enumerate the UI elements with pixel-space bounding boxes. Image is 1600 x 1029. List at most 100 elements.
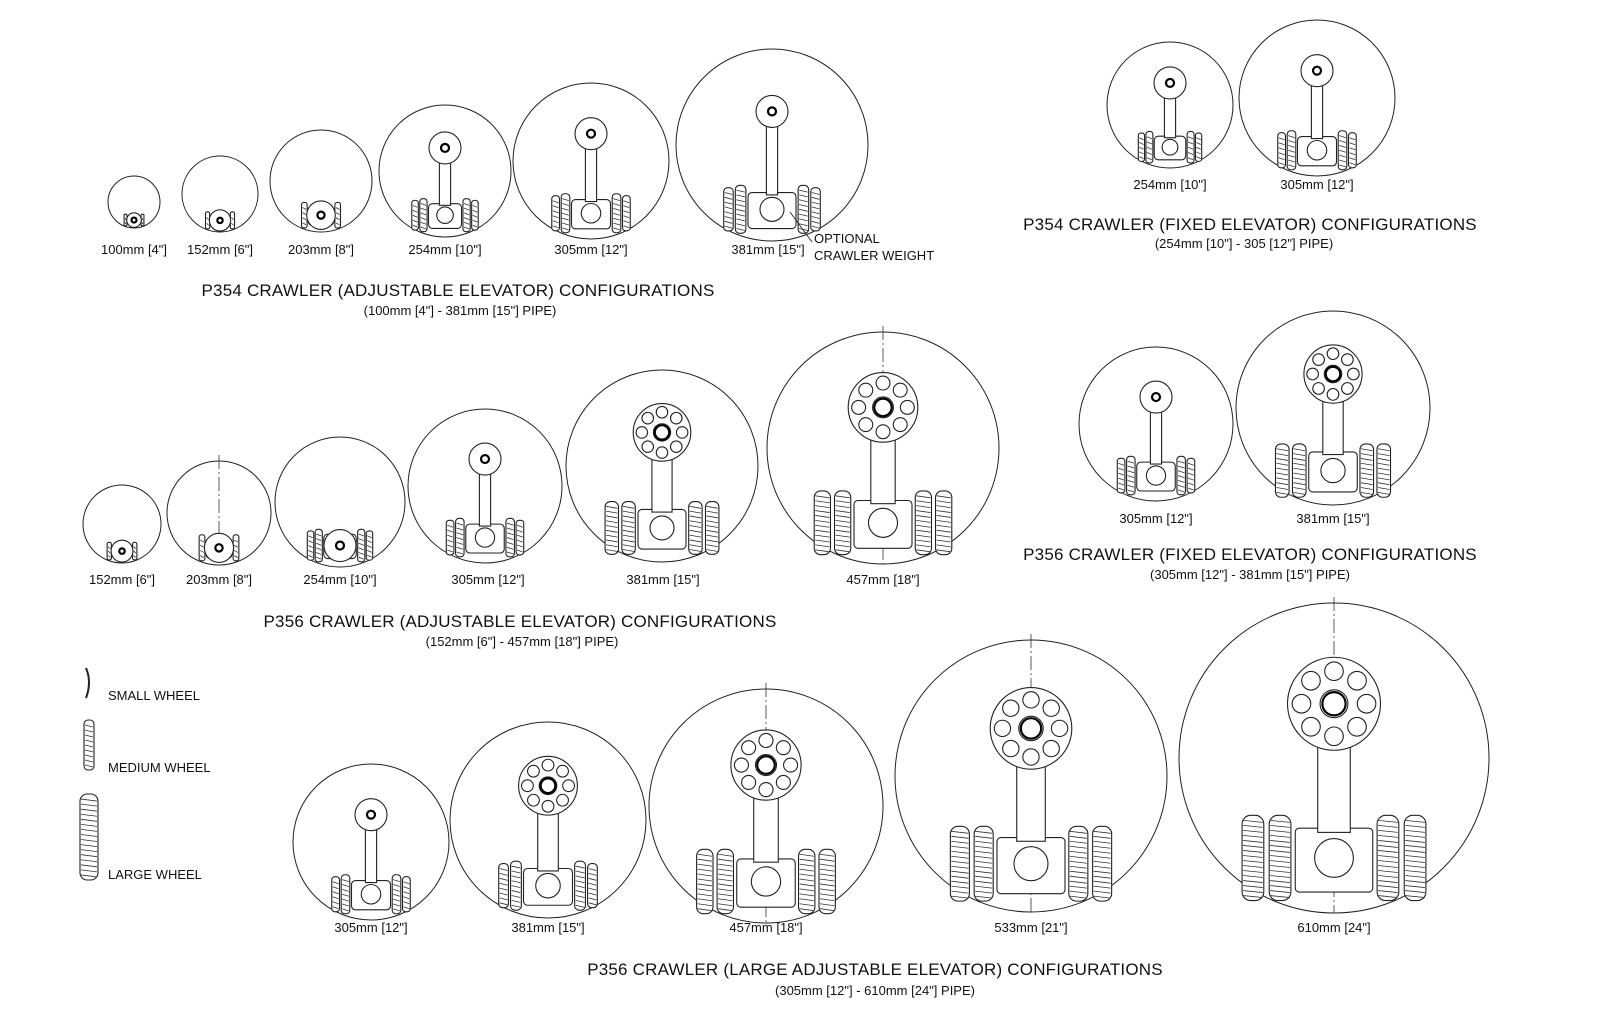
wheel-tread bbox=[84, 729, 94, 733]
wheel-tread bbox=[1069, 890, 1087, 894]
pipe-configuration bbox=[675, 48, 869, 242]
wheel-tread bbox=[552, 205, 559, 209]
pipe-configuration bbox=[449, 721, 647, 919]
wheel-tread bbox=[420, 207, 427, 211]
wheel-tread bbox=[1093, 895, 1111, 899]
wheel-tread bbox=[799, 888, 814, 892]
wheel-tread bbox=[799, 213, 808, 217]
wheel-tread bbox=[1339, 159, 1346, 163]
wheel-tread bbox=[975, 860, 993, 864]
wheel-tread bbox=[107, 550, 111, 554]
legend-small-wheel: SMALL WHEEL bbox=[108, 688, 200, 703]
wheel-tread bbox=[951, 865, 969, 869]
wheel-tread bbox=[1293, 467, 1306, 471]
wheel-tread bbox=[1276, 458, 1289, 461]
pipe-configuration bbox=[1238, 19, 1396, 177]
wheel-tread bbox=[613, 203, 620, 206]
wheel-tread bbox=[1069, 840, 1087, 844]
size-label: 381mm [15"] bbox=[731, 242, 805, 257]
wheel-icon bbox=[1241, 814, 1265, 902]
size-label: 305mm [12"] bbox=[1280, 177, 1354, 192]
size-label: 381mm [15"] bbox=[511, 920, 585, 935]
lamp-icon bbox=[1326, 388, 1340, 401]
pipe-configuration bbox=[1106, 41, 1234, 169]
wheel-tread bbox=[575, 899, 585, 903]
wheel-tread bbox=[1196, 151, 1201, 155]
wheel-icon bbox=[734, 184, 747, 234]
wheel-tread bbox=[1270, 885, 1290, 888]
lamp-icon bbox=[775, 774, 791, 790]
wheel-tread bbox=[819, 863, 835, 867]
wheel-tread bbox=[835, 539, 850, 543]
wheel-tread bbox=[456, 527, 464, 531]
wheel-tread bbox=[975, 880, 993, 884]
wheel-tread bbox=[1093, 850, 1111, 854]
wheel-tread bbox=[447, 534, 454, 538]
wheel-tread bbox=[1187, 472, 1194, 476]
wheel-tread bbox=[412, 214, 418, 218]
wheel-tread bbox=[811, 196, 820, 200]
wheel-tread bbox=[799, 898, 814, 902]
pipe-outline-circle bbox=[181, 155, 259, 233]
wheel-tread bbox=[1270, 880, 1290, 883]
wheel-tread bbox=[308, 545, 313, 548]
wheel-tread bbox=[511, 880, 521, 884]
wheel-tread bbox=[706, 549, 718, 552]
wheel-icon bbox=[471, 199, 479, 231]
wheel-tread bbox=[511, 870, 521, 874]
camera-lens-ring bbox=[652, 423, 672, 442]
lamp-icon bbox=[527, 793, 540, 807]
lamp-icon bbox=[1341, 353, 1354, 367]
wheel-tread bbox=[1293, 448, 1306, 452]
wheel-tread bbox=[1243, 860, 1263, 863]
wheel-tread bbox=[835, 534, 850, 538]
wheel-tread bbox=[80, 803, 98, 807]
size-label: 152mm [6"] bbox=[186, 242, 254, 257]
wheel-tread bbox=[1187, 477, 1194, 481]
wheel-icon bbox=[1186, 457, 1196, 494]
camera-lens bbox=[130, 216, 138, 224]
wheel-tread bbox=[516, 544, 523, 548]
wheel-tread bbox=[84, 754, 94, 758]
wheel-tread bbox=[697, 858, 713, 862]
wheel-tread bbox=[1146, 152, 1153, 155]
wheel-tread bbox=[951, 890, 969, 894]
wheel-tread bbox=[799, 908, 814, 912]
wheel-tread bbox=[1378, 885, 1398, 888]
wheel-tread bbox=[815, 534, 830, 538]
wheel-tread bbox=[80, 813, 98, 817]
wheel-tread bbox=[815, 510, 830, 513]
pipe-configuration bbox=[648, 683, 884, 924]
camera-head bbox=[306, 200, 336, 230]
wheel-tread bbox=[706, 520, 718, 524]
wheel-tread bbox=[697, 888, 713, 892]
wheel-tread bbox=[516, 539, 523, 543]
crawler-body bbox=[736, 858, 796, 908]
wheel-tread bbox=[724, 211, 733, 215]
wheel-tread bbox=[799, 893, 814, 897]
lamp-icon bbox=[1042, 739, 1060, 758]
wheel-tread bbox=[799, 204, 808, 207]
wheel-tread bbox=[706, 515, 718, 519]
wheel-tread bbox=[1093, 880, 1111, 884]
size-label: 203mm [8"] bbox=[185, 572, 253, 587]
wheel-tread bbox=[342, 893, 349, 897]
wheel-tread bbox=[697, 893, 713, 897]
wheel-tread bbox=[736, 194, 745, 198]
lamp-icon bbox=[1022, 748, 1040, 766]
wheel-tread bbox=[819, 883, 835, 887]
wheel-tread bbox=[588, 882, 597, 886]
wheel-tread bbox=[622, 544, 635, 548]
camera-lens bbox=[585, 128, 597, 139]
wheel-tread bbox=[316, 556, 322, 560]
wheel-tread bbox=[562, 198, 569, 202]
wheel-tread bbox=[231, 222, 234, 226]
lamp-icon bbox=[556, 764, 569, 778]
wheel-tread bbox=[613, 222, 620, 226]
wheel-icon bbox=[1194, 132, 1203, 162]
camera-head bbox=[755, 94, 789, 128]
wheel-tread bbox=[233, 539, 239, 543]
crawler-body bbox=[1294, 827, 1374, 893]
wheel-tread bbox=[552, 215, 559, 219]
wheel-tread bbox=[107, 546, 111, 550]
